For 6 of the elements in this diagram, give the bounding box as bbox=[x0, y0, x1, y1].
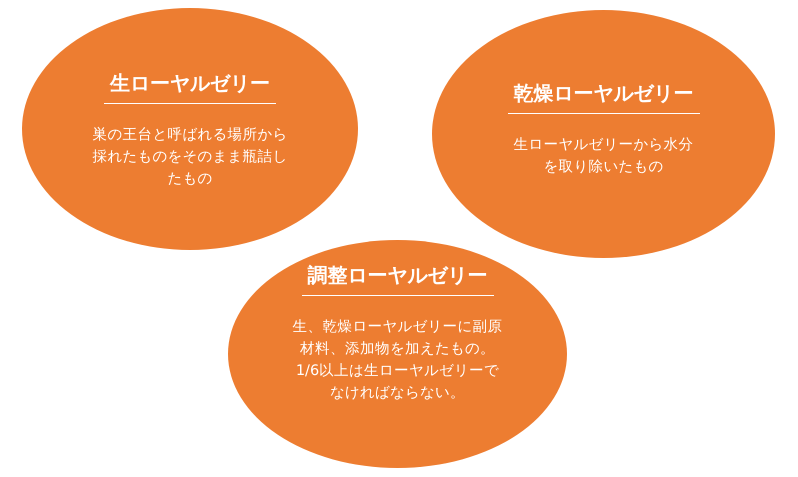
node-description: 生ローヤルゼリーから水分を取り除いたもの bbox=[512, 136, 694, 177]
node-heading: 調整ローヤルゼリー bbox=[302, 262, 494, 296]
node-description: 生、乾燥ローヤルゼリーに副原材料、添加物を加えたもの。1/6以上は生ローヤルゼリーでなければならない。 bbox=[292, 318, 502, 403]
node-description: 巣の王台と呼ばれる場所から採れたものをそのまま瓶詰したもの bbox=[92, 126, 288, 189]
node-heading: 乾燥ローヤルゼリー bbox=[508, 80, 700, 114]
node-heading: 生ローヤルゼリー bbox=[104, 70, 276, 104]
